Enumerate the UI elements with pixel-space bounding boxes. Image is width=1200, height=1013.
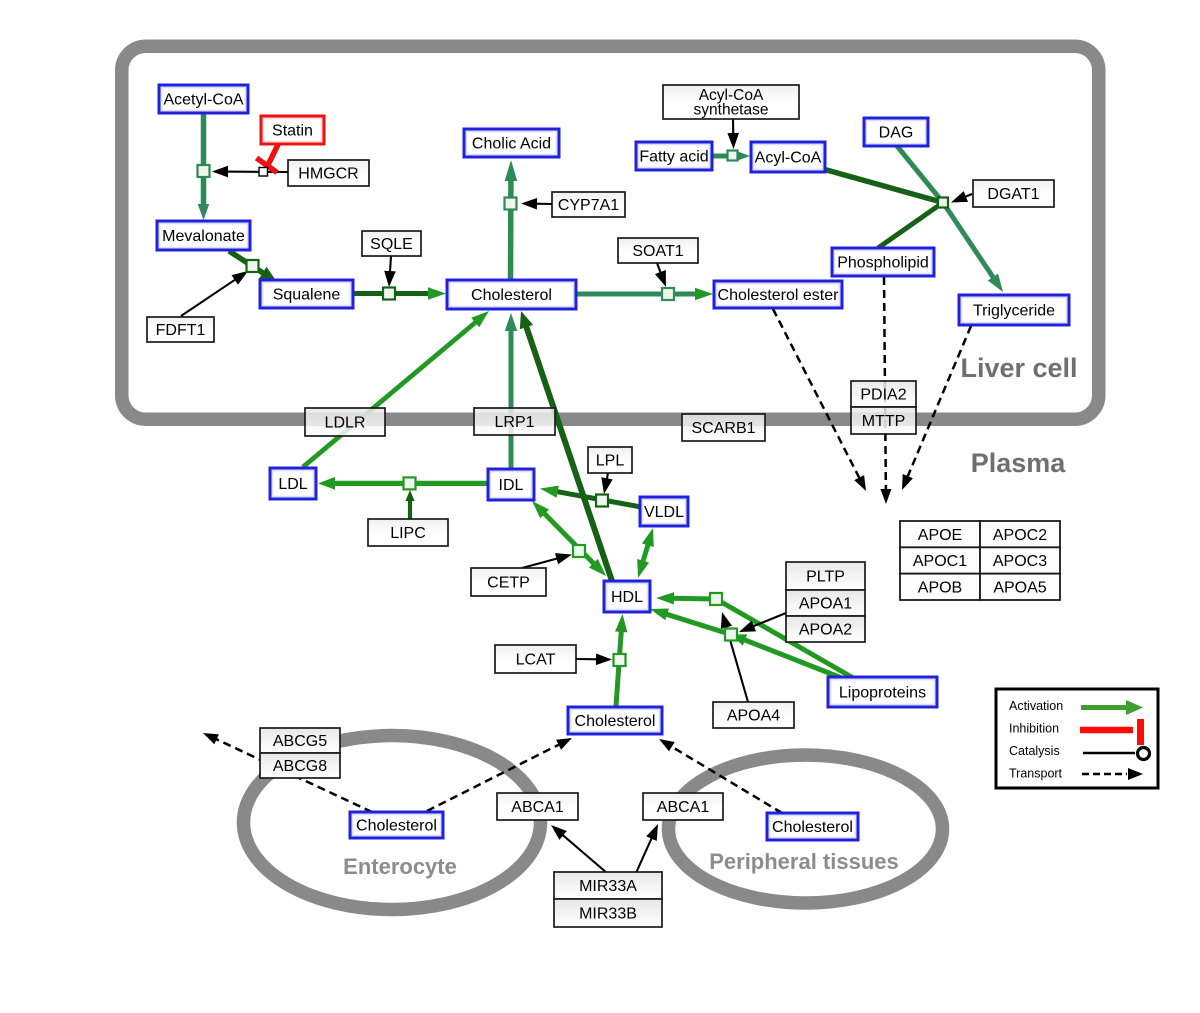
svg-text:APOA2: APOA2 xyxy=(799,622,852,639)
svg-text:CETP: CETP xyxy=(487,575,530,592)
svg-text:Lipoproteins: Lipoproteins xyxy=(839,685,926,702)
svg-text:APOB: APOB xyxy=(918,579,962,596)
svg-text:APOC2: APOC2 xyxy=(993,527,1047,544)
svg-text:VLDL: VLDL xyxy=(644,504,684,521)
svg-text:APOC1: APOC1 xyxy=(913,553,967,570)
svg-text:ABCA1: ABCA1 xyxy=(657,799,710,816)
svg-text:Cholesterol: Cholesterol xyxy=(575,713,656,730)
svg-text:Cholesterol ester: Cholesterol ester xyxy=(718,287,840,304)
svg-text:Transport: Transport xyxy=(1009,766,1063,780)
svg-text:Triglyceride: Triglyceride xyxy=(973,303,1055,320)
svg-text:DGAT1: DGAT1 xyxy=(987,186,1039,203)
svg-text:SCARB1: SCARB1 xyxy=(691,420,755,437)
svg-text:APOA1: APOA1 xyxy=(799,596,852,613)
svg-text:MIR33A: MIR33A xyxy=(579,878,637,895)
svg-text:ABCG5: ABCG5 xyxy=(273,733,327,750)
svg-text:APOE: APOE xyxy=(918,527,962,544)
svg-text:DAG: DAG xyxy=(879,125,914,142)
svg-text:ABCA1: ABCA1 xyxy=(511,799,564,816)
svg-text:MTTP: MTTP xyxy=(862,413,906,430)
svg-text:synthetase: synthetase xyxy=(694,102,769,119)
svg-text:IDL: IDL xyxy=(499,477,524,494)
svg-text:Fatty acid: Fatty acid xyxy=(639,149,708,166)
svg-text:APOA5: APOA5 xyxy=(993,579,1046,596)
svg-text:LCAT: LCAT xyxy=(516,652,556,669)
svg-text:Acyl-CoA: Acyl-CoA xyxy=(755,150,822,167)
svg-text:Acetyl-CoA: Acetyl-CoA xyxy=(163,92,243,109)
svg-text:Activation: Activation xyxy=(1009,699,1063,713)
svg-text:Enterocyte: Enterocyte xyxy=(343,854,457,879)
svg-text:ABCG8: ABCG8 xyxy=(273,758,327,775)
svg-text:Squalene: Squalene xyxy=(273,287,341,304)
svg-text:LPL: LPL xyxy=(596,453,625,470)
svg-text:PLTP: PLTP xyxy=(806,569,845,586)
svg-text:Acyl-CoA: Acyl-CoA xyxy=(699,87,764,104)
svg-text:HDL: HDL xyxy=(611,589,643,606)
svg-text:Liver cell: Liver cell xyxy=(960,353,1077,383)
svg-text:MIR33B: MIR33B xyxy=(579,906,637,923)
svg-text:Mevalonate: Mevalonate xyxy=(162,228,245,245)
svg-text:CYP7A1: CYP7A1 xyxy=(558,197,619,214)
svg-text:LDLR: LDLR xyxy=(325,415,366,432)
svg-text:LDL: LDL xyxy=(278,476,307,493)
svg-text:Cholesterol: Cholesterol xyxy=(471,287,552,304)
svg-text:LIPC: LIPC xyxy=(390,525,426,542)
svg-text:Cholic Acid: Cholic Acid xyxy=(472,136,551,153)
svg-text:Catalysis: Catalysis xyxy=(1009,744,1060,758)
svg-text:SQLE: SQLE xyxy=(370,236,413,253)
svg-text:Cholesterol: Cholesterol xyxy=(356,818,437,835)
svg-text:LRP1: LRP1 xyxy=(494,414,534,431)
svg-text:Cholesterol: Cholesterol xyxy=(772,819,853,836)
svg-text:FDFT1: FDFT1 xyxy=(156,322,206,339)
svg-text:HMGCR: HMGCR xyxy=(298,166,358,183)
svg-text:APOC3: APOC3 xyxy=(993,553,1047,570)
svg-text:Inhibition: Inhibition xyxy=(1009,721,1059,735)
svg-text:Phospholipid: Phospholipid xyxy=(837,255,929,272)
svg-text:PDIA2: PDIA2 xyxy=(860,387,906,404)
svg-text:APOA4: APOA4 xyxy=(727,708,780,725)
svg-text:Peripheral tissues: Peripheral tissues xyxy=(709,849,899,874)
svg-text:SOAT1: SOAT1 xyxy=(632,243,683,260)
svg-text:Statin: Statin xyxy=(272,123,313,140)
svg-text:Plasma: Plasma xyxy=(971,448,1067,478)
